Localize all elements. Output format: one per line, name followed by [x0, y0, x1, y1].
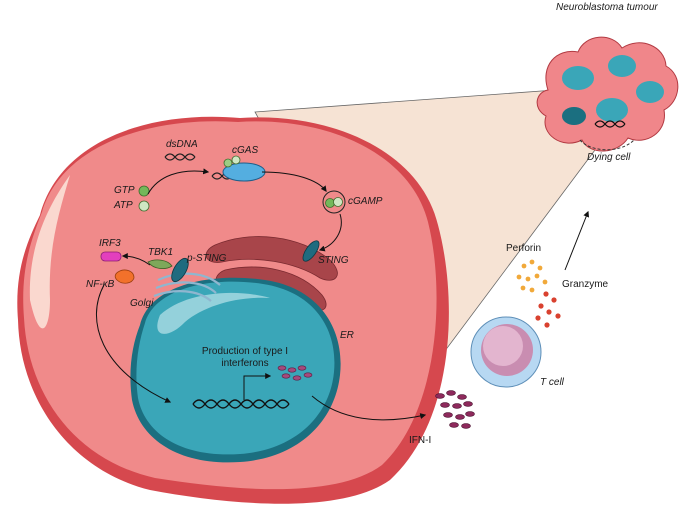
er-label: ER — [340, 330, 354, 341]
dna-helix-icon — [192, 399, 290, 409]
ifn-label: IFN-I — [409, 435, 432, 446]
nfkb-label: NF-κB — [86, 279, 115, 290]
sting-label: STING — [318, 255, 349, 266]
perforin-dots — [516, 259, 548, 293]
granzyme-dots — [535, 291, 561, 328]
receptor-icon — [302, 240, 320, 262]
nucleus — [136, 281, 335, 455]
nucleotide-icon — [325, 198, 335, 208]
golgi-apparatus — [153, 272, 221, 302]
irf3-icon — [100, 251, 122, 262]
cell-highlight — [29, 175, 71, 329]
nucleotide-icon — [333, 197, 343, 207]
golgi-label: Golgi — [130, 298, 154, 309]
cgas-label: cGAS — [232, 145, 259, 156]
tumour-label: Neuroblastoma tumour — [556, 2, 658, 13]
tbk1-icon — [147, 259, 173, 270]
nucleotide-icon — [231, 155, 241, 165]
cgamp-label: cGAMP — [348, 196, 383, 207]
nucleus-highlight — [157, 292, 270, 334]
cytokine-icon — [435, 390, 475, 429]
dsdna-label: dsDNA — [166, 139, 198, 150]
nucleotide-icon — [223, 158, 233, 168]
tbk1-label: TBK1 — [148, 247, 174, 258]
pathway-arrows — [96, 168, 590, 421]
dying-cell-label: Dying cell — [587, 152, 631, 163]
t-cell-icon — [470, 316, 542, 388]
cytokine-cluster-nucleus — [277, 365, 313, 381]
atp-label: ATP — [114, 200, 133, 211]
production-label: Production of type I interferons — [201, 346, 289, 369]
t-cell-label: T cell — [540, 377, 564, 388]
irf3-label: IRF3 — [99, 238, 121, 249]
dna-helix-icon — [164, 153, 196, 161]
atp-icon — [138, 200, 150, 212]
p-sting-label: p-STING — [187, 253, 227, 264]
gtp-label: GTP — [114, 185, 135, 196]
receptor-icon — [171, 257, 189, 283]
perforin-label: Perforin — [506, 243, 542, 254]
cgamp-icon — [322, 190, 346, 214]
granzyme-label: Granzyme — [562, 279, 609, 290]
tumour-cluster — [536, 36, 679, 152]
gtp-icon — [138, 185, 150, 197]
nfkb-icon — [114, 269, 135, 284]
